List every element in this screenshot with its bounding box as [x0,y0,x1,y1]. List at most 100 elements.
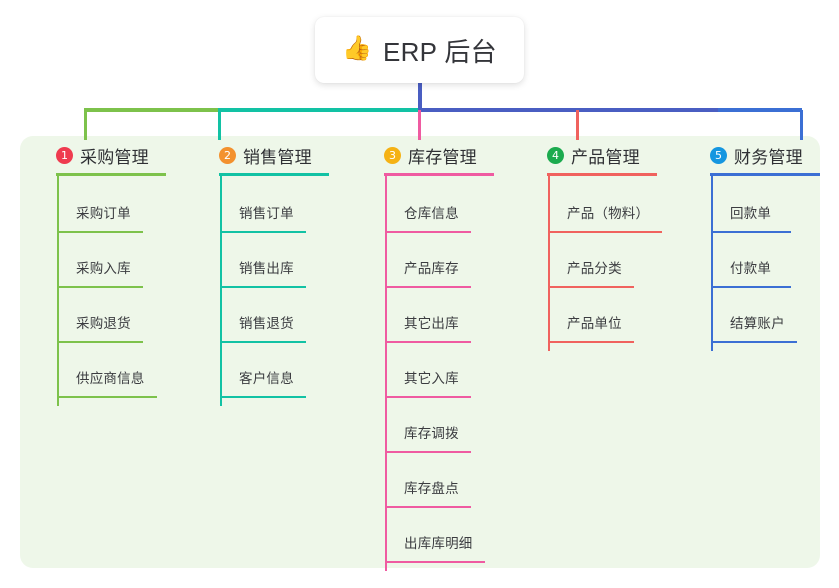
branch-index-badge: 3 [384,146,401,164]
branch-item-label: 销售订单 [239,206,294,221]
branch-item[interactable]: 仓库信息 [385,186,481,241]
branch-item[interactable]: 销售退货 [220,296,316,351]
branch-item[interactable]: 出库库明细 [385,516,495,571]
branch-item[interactable]: 回款单 [711,186,801,241]
branch-item-label: 产品（物料） [567,206,650,221]
branch-title: 财务管理 [734,147,803,167]
branch-item[interactable]: 产品库存 [385,241,481,296]
root-node[interactable]: 👍 ERP 后台 [315,17,524,83]
diagram-panel [20,136,820,568]
branch-index-badge: 5 [710,146,727,164]
branch-item-label: 产品单位 [567,316,622,331]
branch-item-label: 采购入库 [76,261,131,276]
branch-item[interactable]: 库存盘点 [385,461,481,516]
bus-segment-green [84,108,218,112]
branch-item[interactable]: 采购入库 [57,241,153,296]
root-trunk-line [418,83,422,110]
branch-header-inventory[interactable]: 3 库存管理 [366,140,477,170]
branch-item-underline [548,286,634,288]
root-title: ERP 后台 [382,36,497,67]
branch-item[interactable]: 采购退货 [57,296,153,351]
branch-item-underline [385,231,471,233]
bus-segment-blue [718,108,802,112]
branch-column-inventory: 3 库存管理仓库信息产品库存其它出库其它入库库存调拨库存盘点出库库明细 [366,140,494,571]
branch-header-finance[interactable]: 5 财务管理 [692,140,803,170]
branch-item[interactable]: 其它入库 [385,351,481,406]
branch-index-badge: 2 [219,146,236,164]
branch-item-label: 产品分类 [567,261,622,276]
thumbs-up-icon: 👍 [342,35,372,62]
branch-item-label: 库存盘点 [404,481,459,496]
branch-header-underline [219,173,329,176]
branch-item[interactable]: 其它出库 [385,296,481,351]
branch-item-underline [385,506,471,508]
branch-item-label: 付款单 [730,261,772,276]
branch-item[interactable]: 产品分类 [548,241,644,296]
branch-header-purchasing[interactable]: 1 采购管理 [38,140,149,170]
branch-item-underline [548,231,662,233]
branch-header-sales[interactable]: 2 销售管理 [201,140,312,170]
branch-item-label: 结算账户 [730,316,785,331]
branch-item-underline [57,231,143,233]
branch-item-underline [385,396,471,398]
branch-header-underline [56,173,166,176]
branch-item-underline [385,451,471,453]
drop-purchasing [84,110,87,140]
branch-item[interactable]: 产品单位 [548,296,644,351]
branch-item-label: 销售退货 [239,316,294,331]
branch-item-label: 采购订单 [76,206,131,221]
branch-item[interactable]: 付款单 [711,241,801,296]
drop-sales [218,110,221,140]
branch-item-label: 回款单 [730,206,772,221]
branch-column-purchasing: 1 采购管理采购订单采购入库采购退货供应商信息 [38,140,166,406]
branch-item-underline [220,286,306,288]
branch-spine [548,174,550,351]
branch-item-underline [711,286,791,288]
branch-item-underline [220,396,306,398]
branch-item[interactable]: 销售出库 [220,241,316,296]
branch-index-badge: 1 [56,146,73,164]
drop-product [576,110,579,140]
branch-title: 采购管理 [80,147,149,167]
branch-item-underline [57,396,157,398]
branch-header-underline [547,173,657,176]
branch-item[interactable]: 产品（物料） [548,186,672,241]
branch-item-label: 客户信息 [239,371,294,386]
branch-item-label: 产品库存 [404,261,459,276]
branch-item-label: 销售出库 [239,261,294,276]
branch-item[interactable]: 结算账户 [711,296,807,351]
branch-spine [385,174,387,571]
branch-item-underline [548,341,634,343]
branch-item[interactable]: 采购订单 [57,186,153,241]
branch-item-underline [385,286,471,288]
branch-item-underline [711,341,797,343]
branch-header-underline [710,173,820,176]
branch-item[interactable]: 销售订单 [220,186,316,241]
branch-title: 产品管理 [571,147,640,167]
drop-inventory [418,110,421,140]
branch-title: 销售管理 [243,147,312,167]
branch-spine [220,174,222,406]
branch-title: 库存管理 [408,147,477,167]
branch-item-label: 库存调拨 [404,426,459,441]
branch-item-underline [385,341,471,343]
branch-spine [711,174,713,351]
branch-item-underline [385,561,485,563]
branch-item[interactable]: 客户信息 [220,351,316,406]
drop-finance [800,110,803,140]
root-node-content: 👍 ERP 后台 [342,32,497,69]
branch-item-label: 供应商信息 [76,371,145,386]
branch-item-underline [220,341,306,343]
branch-item-label: 其它入库 [404,371,459,386]
branch-item-underline [57,286,143,288]
branch-column-finance: 5 财务管理回款单付款单结算账户 [692,140,820,351]
branch-item-underline [711,231,791,233]
bus-segment-teal [218,108,418,112]
branch-item[interactable]: 库存调拨 [385,406,481,461]
branch-item-label: 其它出库 [404,316,459,331]
branch-item-label: 采购退货 [76,316,131,331]
branch-item[interactable]: 供应商信息 [57,351,167,406]
bus-segment-indigo [418,108,718,112]
